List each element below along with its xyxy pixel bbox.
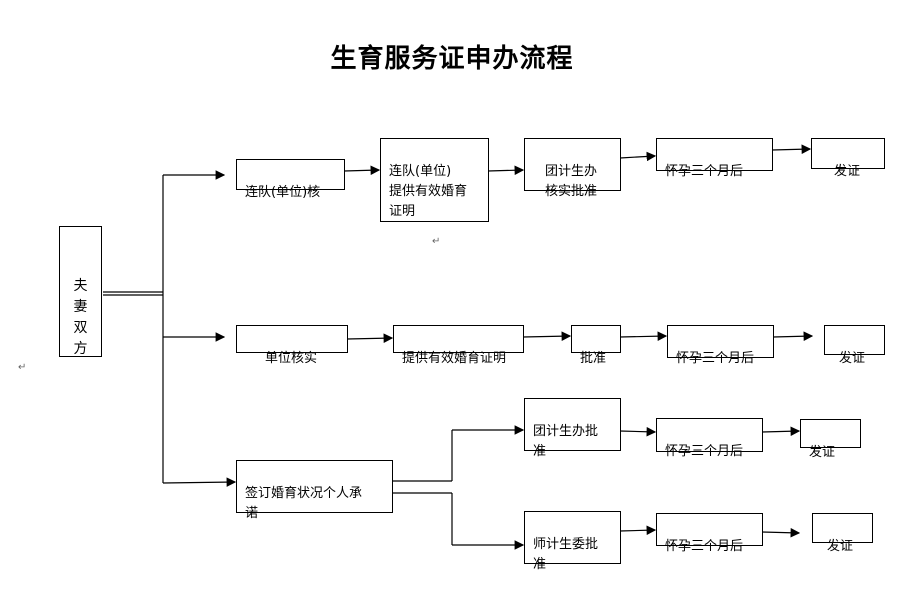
r3a-step2-approval: 团计生办批 准 [524,398,621,459]
arrow-r1-4 [771,144,812,155]
r3a-step4-label: 发证 [809,445,836,460]
arrow-to-row3 [162,477,237,487]
start-node-label: 夫 妻 双 方 [73,278,88,357]
r2-step1-label: 单位核实 [265,351,318,366]
r2-step3-approval: 批准 [571,325,621,366]
r3a-step3-pregnancy: 怀孕三个月后 [656,418,763,459]
r3b-step4-label: 发证 [827,539,854,554]
paragraph-mark: ↵ [18,362,27,373]
r1-step1-unit-verify: 连队(单位)核 [236,159,345,200]
r2-step4-label: 怀孕三个月后 [676,351,755,366]
page-title: 生育服务证申办流程 [330,44,574,74]
r1-step4-label: 怀孕三个月后 [665,164,744,179]
r1-step3-approval: 团计生办 核实批准 [524,138,621,199]
arrow-r2-1 [346,333,394,343]
r1-step3-label: 团计生办 核实批准 [545,164,598,199]
r1-step5-label: 发证 [834,164,861,179]
r2-step2-provide-certificate: 提供有效婚育证明 [393,325,524,366]
r3-step1-label: 签订婚育状况个人承 诺 [245,486,363,521]
arrow-r1-1 [343,165,381,176]
r1-step2-label: 连队(单位) 提供有效婚育 证明 [389,164,468,219]
r3b-step3-label: 怀孕三个月后 [665,539,744,554]
r2-step5-label: 发证 [839,351,866,366]
arrow-r2-2 [522,331,572,341]
r3b-step3-pregnancy: 怀孕三个月后 [656,513,763,554]
arrow-r1-3 [619,151,657,162]
start-node-couple: 夫 妻 双 方 [59,226,102,357]
r1-step5-issue: 发证 [811,138,885,179]
r3-step1-commitment: 签订婚育状况个人承 诺 [236,460,393,521]
r2-step5-issue: 发证 [824,325,885,366]
arrow-r1-2 [487,165,525,176]
r1-step1-label: 连队(单位)核 [245,185,321,200]
arrow-r3-b-3 [761,527,801,538]
arrow-r3-a-2 [619,426,657,437]
r3a-step3-label: 怀孕三个月后 [665,444,744,459]
r3a-step4-issue: 发证 [800,419,861,460]
arrow-r2-4 [772,331,814,342]
r1-step4-pregnancy: 怀孕三个月后 [656,138,773,179]
arrow-r2-3 [619,331,668,341]
r3b-step2-label: 师计生委批 准 [533,537,599,572]
arrow-r3-a-3 [761,426,801,437]
r2-step2-label: 提供有效婚育证明 [402,351,507,366]
r3a-step2-label: 团计生办批 准 [533,424,599,459]
r3b-step2-approval: 师计生委批 准 [524,511,621,572]
paragraph-mark: ↵ [432,236,441,247]
r2-step1-unit-verify: 单位核实 [236,325,348,366]
r3b-step4-issue: 发证 [812,513,873,554]
r2-step3-label: 批准 [580,351,607,366]
arrow-r3-b-2 [619,525,657,536]
r1-step2-provide-certificate: 连队(单位) 提供有效婚育 证明 [380,138,489,222]
r2-step4-pregnancy: 怀孕三个月后 [667,325,774,366]
